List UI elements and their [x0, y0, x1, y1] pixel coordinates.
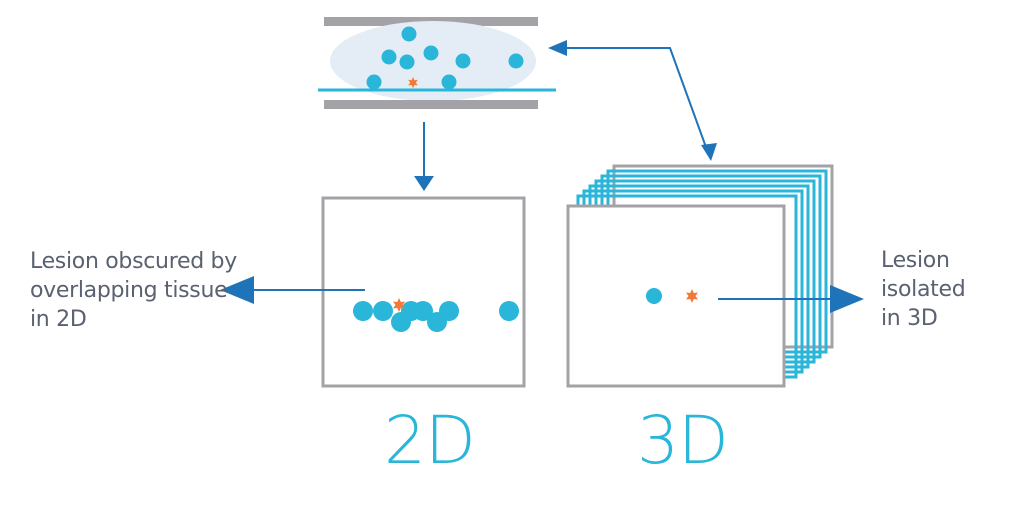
caption-isolated-line-1: Lesion	[881, 248, 950, 273]
tissue-dots-2d	[353, 301, 519, 332]
tissue-dot-icon	[423, 45, 439, 61]
tissue-dot-icon	[455, 53, 471, 69]
tissue-dot-icon	[401, 26, 417, 42]
caption-obscured: Lesion obscured by overlapping tissue in…	[30, 247, 237, 334]
caption-isolated-line-3: in 3D	[881, 306, 938, 331]
tissue-dot-icon	[441, 74, 457, 90]
tissue-dot-icon	[353, 301, 373, 321]
tissue-dot-icon	[399, 54, 415, 70]
tissue-dot-icon	[439, 301, 459, 321]
caption-obscured-line-3: in 2D	[30, 307, 87, 332]
compression-view	[318, 17, 556, 109]
tissue-dots-top	[366, 26, 524, 90]
arrow-to-isolated-caption	[718, 285, 864, 313]
arrow-to-obscured-caption	[220, 276, 365, 304]
image-2d	[321, 196, 526, 388]
label-2d: 2D	[384, 402, 476, 479]
caption-isolated: Lesion isolated in 3D	[881, 246, 966, 333]
tissue-dot-icon	[646, 288, 662, 304]
lesion-star-icon	[408, 77, 418, 89]
frame-3d-front	[566, 204, 786, 388]
label-3d: 3D	[637, 402, 729, 479]
lower-compression-plate	[324, 100, 538, 109]
tissue-dot-icon	[366, 74, 382, 90]
lesion-star-icon	[393, 298, 405, 312]
lesion-star-icon	[686, 289, 698, 303]
tissue-dot-icon	[413, 301, 433, 321]
frame-2d	[321, 196, 526, 388]
caption-obscured-line-2: overlapping tissue	[30, 278, 228, 303]
image-3d-stack	[566, 164, 834, 388]
caption-obscured-line-1: Lesion obscured by	[30, 249, 237, 274]
tissue-dot-icon	[508, 53, 524, 69]
tissue-dot-icon	[381, 49, 397, 65]
caption-isolated-line-2: isolated	[881, 277, 966, 302]
arrow-to-2d	[414, 122, 434, 191]
compressed-breast-tissue	[330, 21, 536, 101]
tissue-dot-icon	[373, 301, 393, 321]
tissue-dot-icon	[499, 301, 519, 321]
arrow-compression-3d	[548, 40, 717, 161]
